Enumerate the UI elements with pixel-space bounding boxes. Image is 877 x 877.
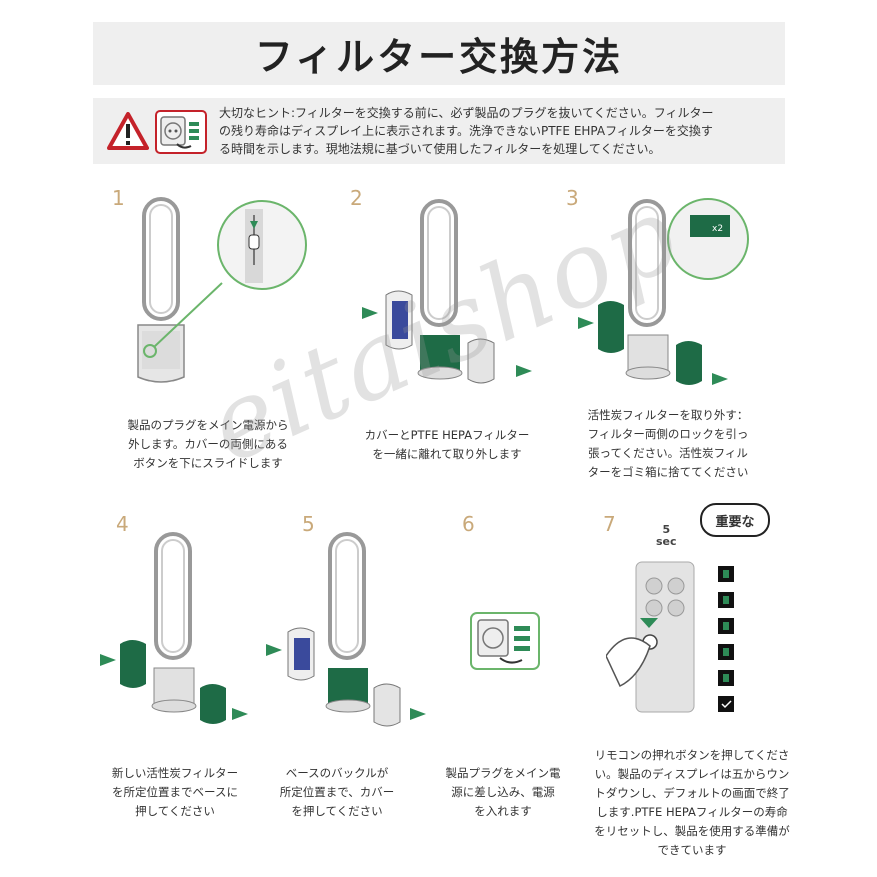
step-number: 5 (302, 512, 315, 536)
caption-line: 押してください (135, 804, 215, 818)
plug-in-illustration (470, 612, 540, 670)
step2-caption: カバーとPTFE HEPAフィルター を一緒に離れて取り外します (344, 426, 550, 464)
step-number: 6 (462, 512, 475, 536)
caption-line: 製品のプラグをメイン電源から (127, 418, 289, 432)
caption-line: できています (657, 843, 727, 857)
notice-line: る時間を示します。現地法規に基づいて使用したフィルターを処理してください。 (219, 142, 661, 156)
caption-line: を一緒に離れて取り外します (372, 447, 522, 461)
caption-line: フィルター両側のロックを引っ (587, 427, 749, 441)
notice-line: 大切なヒント:フィルターを交換する前に、必ず製品のプラグを抜いてください。フィル… (219, 106, 714, 120)
notice-line: の残り寿命はディスプレイ上に表示されます。洗浄できないPTFE EHPAフィルタ… (219, 124, 713, 138)
caption-line: 源に差し込み、電源 (451, 785, 555, 799)
x2-badge: x2 (712, 224, 723, 234)
timer-value: 5 (662, 523, 671, 536)
title-bar: フィルター交換方法 (93, 22, 785, 85)
page-title: フィルター交換方法 (254, 35, 624, 79)
caption-line: ボタンを下にスライドします (133, 456, 283, 470)
step4-caption: 新しい活性炭フィルター を所定位置までベースに 押してください (96, 764, 254, 821)
notice-panel: 大切なヒント:フィルターを交換する前に、必ず製品のプラグを抜いてください。フィル… (93, 98, 785, 164)
caption-line: い。製品のディスプレイは五からウン (594, 767, 790, 781)
step1-illustration (137, 197, 307, 383)
notice-text: 大切なヒント:フィルターを交換する前に、必ず製品のプラグを抜いてください。フィル… (219, 104, 779, 158)
caption-line: を入れます (474, 804, 532, 818)
step6-caption: 製品プラグをメイン電 源に差し込み、電源 を入れます (436, 764, 570, 821)
caption-line: ターをゴミ箱に捨ててください (587, 465, 749, 479)
important-badge: 重要な (700, 503, 770, 537)
step2-illustration (362, 199, 532, 384)
step3-illustration: x2 (578, 198, 749, 385)
caption-line: トダウンし、デフォルトの画面で終了 (594, 786, 790, 800)
unplug-icon (155, 110, 207, 154)
caption-line: カバーとPTFE HEPAフィルター (364, 428, 530, 442)
timer-label: 5 sec (656, 524, 677, 548)
caption-line: します.PTFE HEPAフィルターの寿命 (596, 805, 788, 819)
caption-line: 外します。カバーの両側にある (128, 437, 288, 451)
caption-line: をリセットし、製品を使用する準備が (594, 824, 790, 838)
step3-caption: 活性炭フィルターを取り外す： フィルター両側のロックを引っ 張ってください。活性… (568, 406, 768, 482)
step5-caption: ベースのバックルが 所定位置まで、カバー を押してください (270, 764, 404, 821)
caption-line: リモコンの押れボタンを押してくださ (594, 748, 790, 762)
caption-line: 張ってください。活性炭フィル (588, 446, 748, 460)
step-number: 2 (350, 186, 363, 210)
caption-line: 新しい活性炭フィルター (111, 766, 239, 780)
warning-triangle-icon (107, 112, 149, 150)
caption-line: 活性炭フィルターを取り外す： (587, 408, 749, 422)
caption-line: を押してください (291, 804, 383, 818)
step-number: 7 (603, 512, 616, 536)
caption-line: ベースのバックルが (285, 766, 389, 780)
step-number: 1 (112, 186, 125, 210)
timer-unit: sec (656, 535, 677, 548)
step5-illustration (266, 532, 426, 727)
step1-caption: 製品のプラグをメイン電源から 外します。カバーの両側にある ボタンを下にスライド… (110, 416, 306, 473)
step4-illustration (100, 532, 248, 724)
step7-caption: リモコンの押れボタンを押してくださ い。製品のディスプレイは五からウン トダウン… (580, 746, 804, 860)
caption-line: を所定位置までベースに (112, 785, 238, 799)
step-number: 3 (566, 186, 579, 210)
step-number: 4 (116, 512, 129, 536)
remote-illustration (606, 561, 734, 713)
caption-line: 所定位置まで、カバー (279, 785, 395, 799)
caption-line: 製品プラグをメイン電 (445, 766, 561, 780)
